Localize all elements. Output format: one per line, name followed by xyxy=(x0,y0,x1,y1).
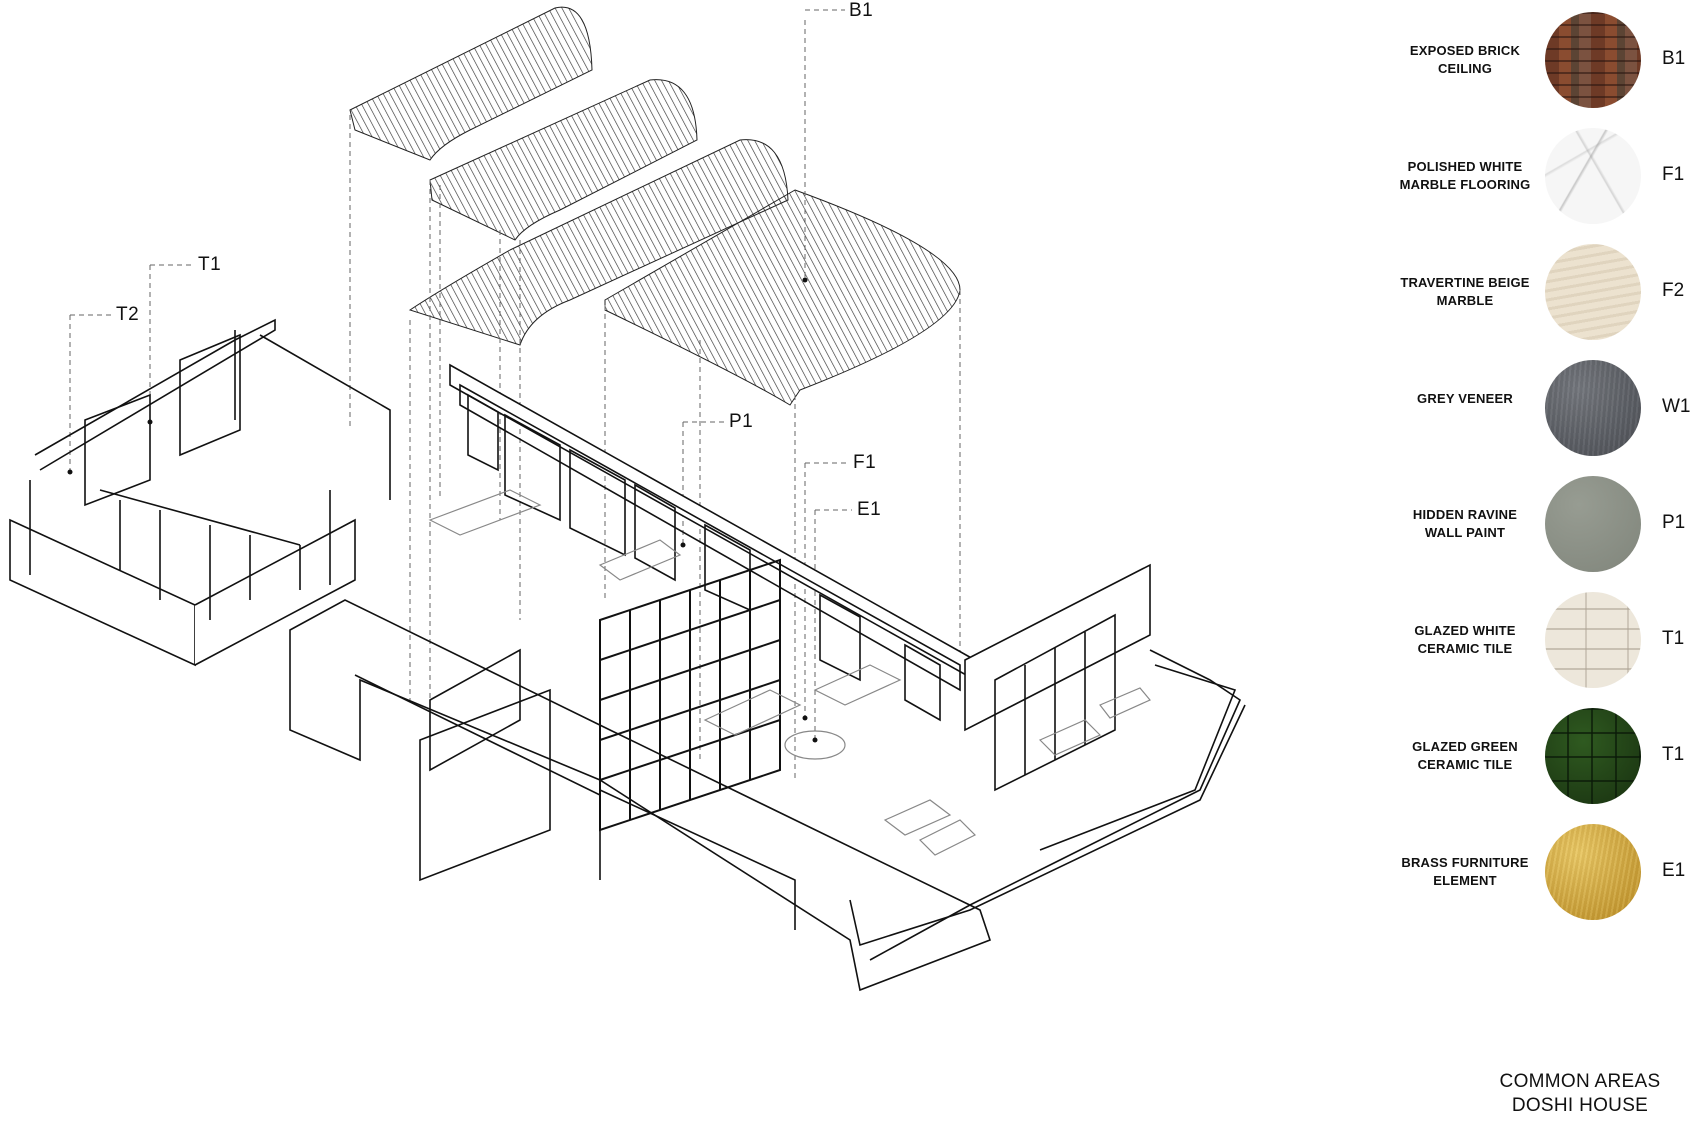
vault-3 xyxy=(408,139,789,346)
legend-item-t1-green: GLAZED GREEN CERAMIC TILE T1 xyxy=(1380,702,1700,812)
marker-b1 xyxy=(802,277,808,283)
legend-code: T1 xyxy=(1662,744,1685,765)
legend-item-f2: TRAVERTINE BEIGE MARBLE F2 xyxy=(1380,238,1700,348)
tag-p1: P1 xyxy=(729,411,754,432)
marker-p1 xyxy=(680,542,686,548)
project-title: COMMON AREAS DOSHI HOUSE xyxy=(1460,1070,1700,1118)
legend-code: F2 xyxy=(1662,280,1685,301)
legend-code: F1 xyxy=(1662,164,1685,185)
legend-item-t1-white: GLAZED WHITE CERAMIC TILE T1 xyxy=(1380,586,1700,696)
legend-item-f1: POLISHED WHITE MARBLE FLOORING F1 xyxy=(1380,122,1700,232)
marker-e1 xyxy=(812,737,818,743)
white-tile-swatch-icon xyxy=(1545,592,1641,688)
floor-outline xyxy=(289,599,992,992)
glass-partition xyxy=(599,558,781,832)
marker-f1 xyxy=(802,715,808,721)
legend-label: BRASS FURNITURE ELEMENT xyxy=(1401,855,1529,888)
isometric-diagram-svg xyxy=(9,6,1246,992)
legend-label: GLAZED WHITE CERAMIC TILE xyxy=(1414,623,1516,656)
brass-swatch-icon xyxy=(1545,824,1641,920)
project-title-line-2: DOSHI HOUSE xyxy=(1511,1095,1649,1116)
legend-label: TRAVERTINE BEIGE MARBLE xyxy=(1400,275,1530,308)
legend-item-w1: GREY VENEER W1 xyxy=(1380,354,1700,464)
legend-label: GREY VENEER xyxy=(1417,391,1513,406)
tag-e1: E1 xyxy=(857,499,882,520)
legend-item-b1: EXPOSED BRICK CEILING B1 xyxy=(1380,6,1700,116)
green-tile-swatch-icon xyxy=(1545,708,1641,804)
tag-b1: B1 xyxy=(849,0,874,21)
vault-2 xyxy=(429,79,698,241)
projection-lines xyxy=(69,9,961,780)
legend-item-p1: HIDDEN RAVINE WALL PAINT P1 xyxy=(1380,470,1700,580)
legend-label: HIDDEN RAVINE WALL PAINT xyxy=(1412,507,1518,540)
legend-label: POLISHED WHITE MARBLE FLOORING xyxy=(1399,159,1531,192)
project-title-line-1: COMMON AREAS xyxy=(1499,1071,1661,1092)
material-legend: EXPOSED BRICK CEILING B1 POLISHED WHITE … xyxy=(1380,0,1700,1122)
tag-markers xyxy=(67,277,818,743)
vault-1 xyxy=(349,6,593,161)
isometric-drawing: B1 T1 T2 P1 F1 E1 xyxy=(9,0,1246,992)
terrace-block xyxy=(849,563,1246,961)
legend-code: E1 xyxy=(1662,860,1686,881)
legend-label: GLAZED GREEN CERAMIC TILE xyxy=(1412,739,1518,772)
furniture xyxy=(428,489,1151,856)
legend-code: W1 xyxy=(1662,396,1691,417)
tag-t1: T1 xyxy=(198,254,222,275)
vault-4 xyxy=(604,189,961,406)
wall-paint-swatch-icon xyxy=(1545,476,1641,572)
legend-code: T1 xyxy=(1662,628,1685,649)
legend-label: EXPOSED BRICK CEILING xyxy=(1409,43,1521,76)
ceiling-vaults xyxy=(349,6,961,406)
white-marble-swatch-icon xyxy=(1545,128,1641,224)
legend-code: P1 xyxy=(1662,512,1686,533)
marker-t2 xyxy=(67,469,73,475)
brick-swatch-icon xyxy=(1545,12,1641,108)
tag-f1: F1 xyxy=(853,452,877,473)
legend-code: B1 xyxy=(1662,48,1686,69)
main-panel-wall xyxy=(449,363,976,722)
grey-veneer-swatch-icon xyxy=(1545,360,1641,456)
marker-t1 xyxy=(147,419,153,425)
travertine-swatch-icon xyxy=(1545,244,1641,340)
tag-t2: T2 xyxy=(116,304,140,325)
legend-item-e1: BRASS FURNITURE ELEMENT E1 xyxy=(1380,818,1700,928)
left-room-block xyxy=(9,318,391,667)
